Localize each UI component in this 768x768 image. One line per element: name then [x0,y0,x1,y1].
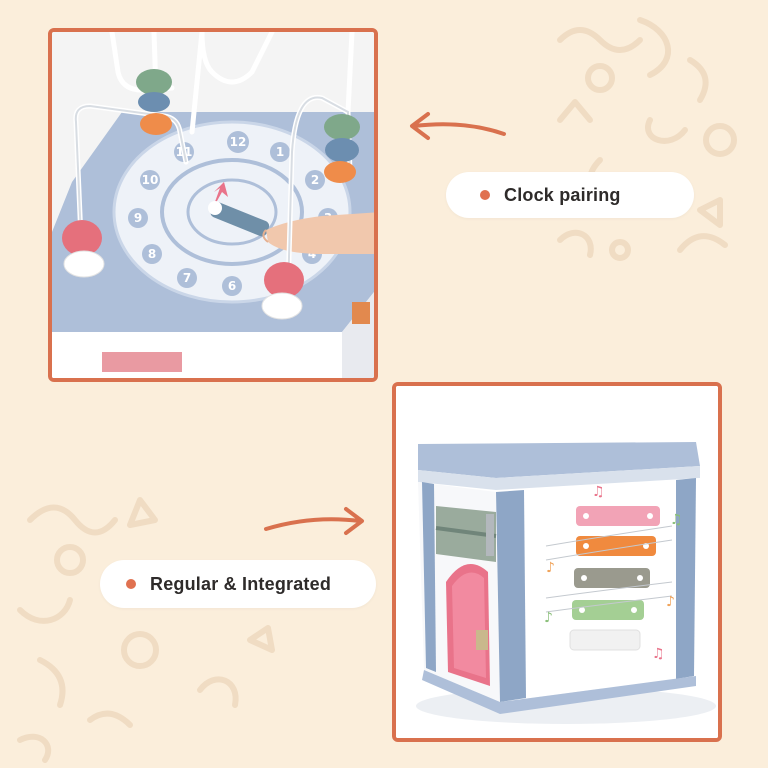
arrow-right-icon [264,507,364,535]
svg-text:8: 8 [148,247,156,261]
cube-photo-frame: ♫ ♪ ♫ ♪ ♪ ♫ [392,382,722,742]
svg-text:1: 1 [276,145,284,159]
svg-text:2: 2 [311,173,319,187]
svg-text:9: 9 [134,211,142,225]
clock-pairing-label: Clock pairing [446,172,694,218]
svg-text:10: 10 [142,173,159,187]
svg-text:♪: ♪ [546,560,555,576]
regular-integrated-text: Regular & Integrated [150,573,332,594]
bullet-dot-icon [480,190,490,200]
svg-text:♪: ♪ [666,594,675,610]
svg-text:6: 6 [228,279,236,293]
svg-text:12: 12 [230,135,247,149]
svg-text:♫: ♫ [592,484,605,500]
arrow-left-icon [410,112,506,140]
svg-text:♫: ♫ [670,512,683,528]
cube-side-photo: ♫ ♪ ♫ ♪ ♪ ♫ [396,386,718,738]
svg-text:♫: ♫ [652,646,665,662]
clock-pairing-text: Clock pairing [504,184,621,205]
svg-text:7: 7 [183,271,191,285]
regular-integrated-label: Regular & Integrated [100,560,376,608]
bullet-dot-icon [126,579,136,589]
svg-text:4: 4 [308,247,316,261]
svg-text:♪: ♪ [544,610,553,626]
clock-activity-photo: 12 1 2 3 4 5 6 7 8 9 10 11 [52,32,374,378]
clock-photo-frame: 12 1 2 3 4 5 6 7 8 9 10 11 [48,28,378,382]
